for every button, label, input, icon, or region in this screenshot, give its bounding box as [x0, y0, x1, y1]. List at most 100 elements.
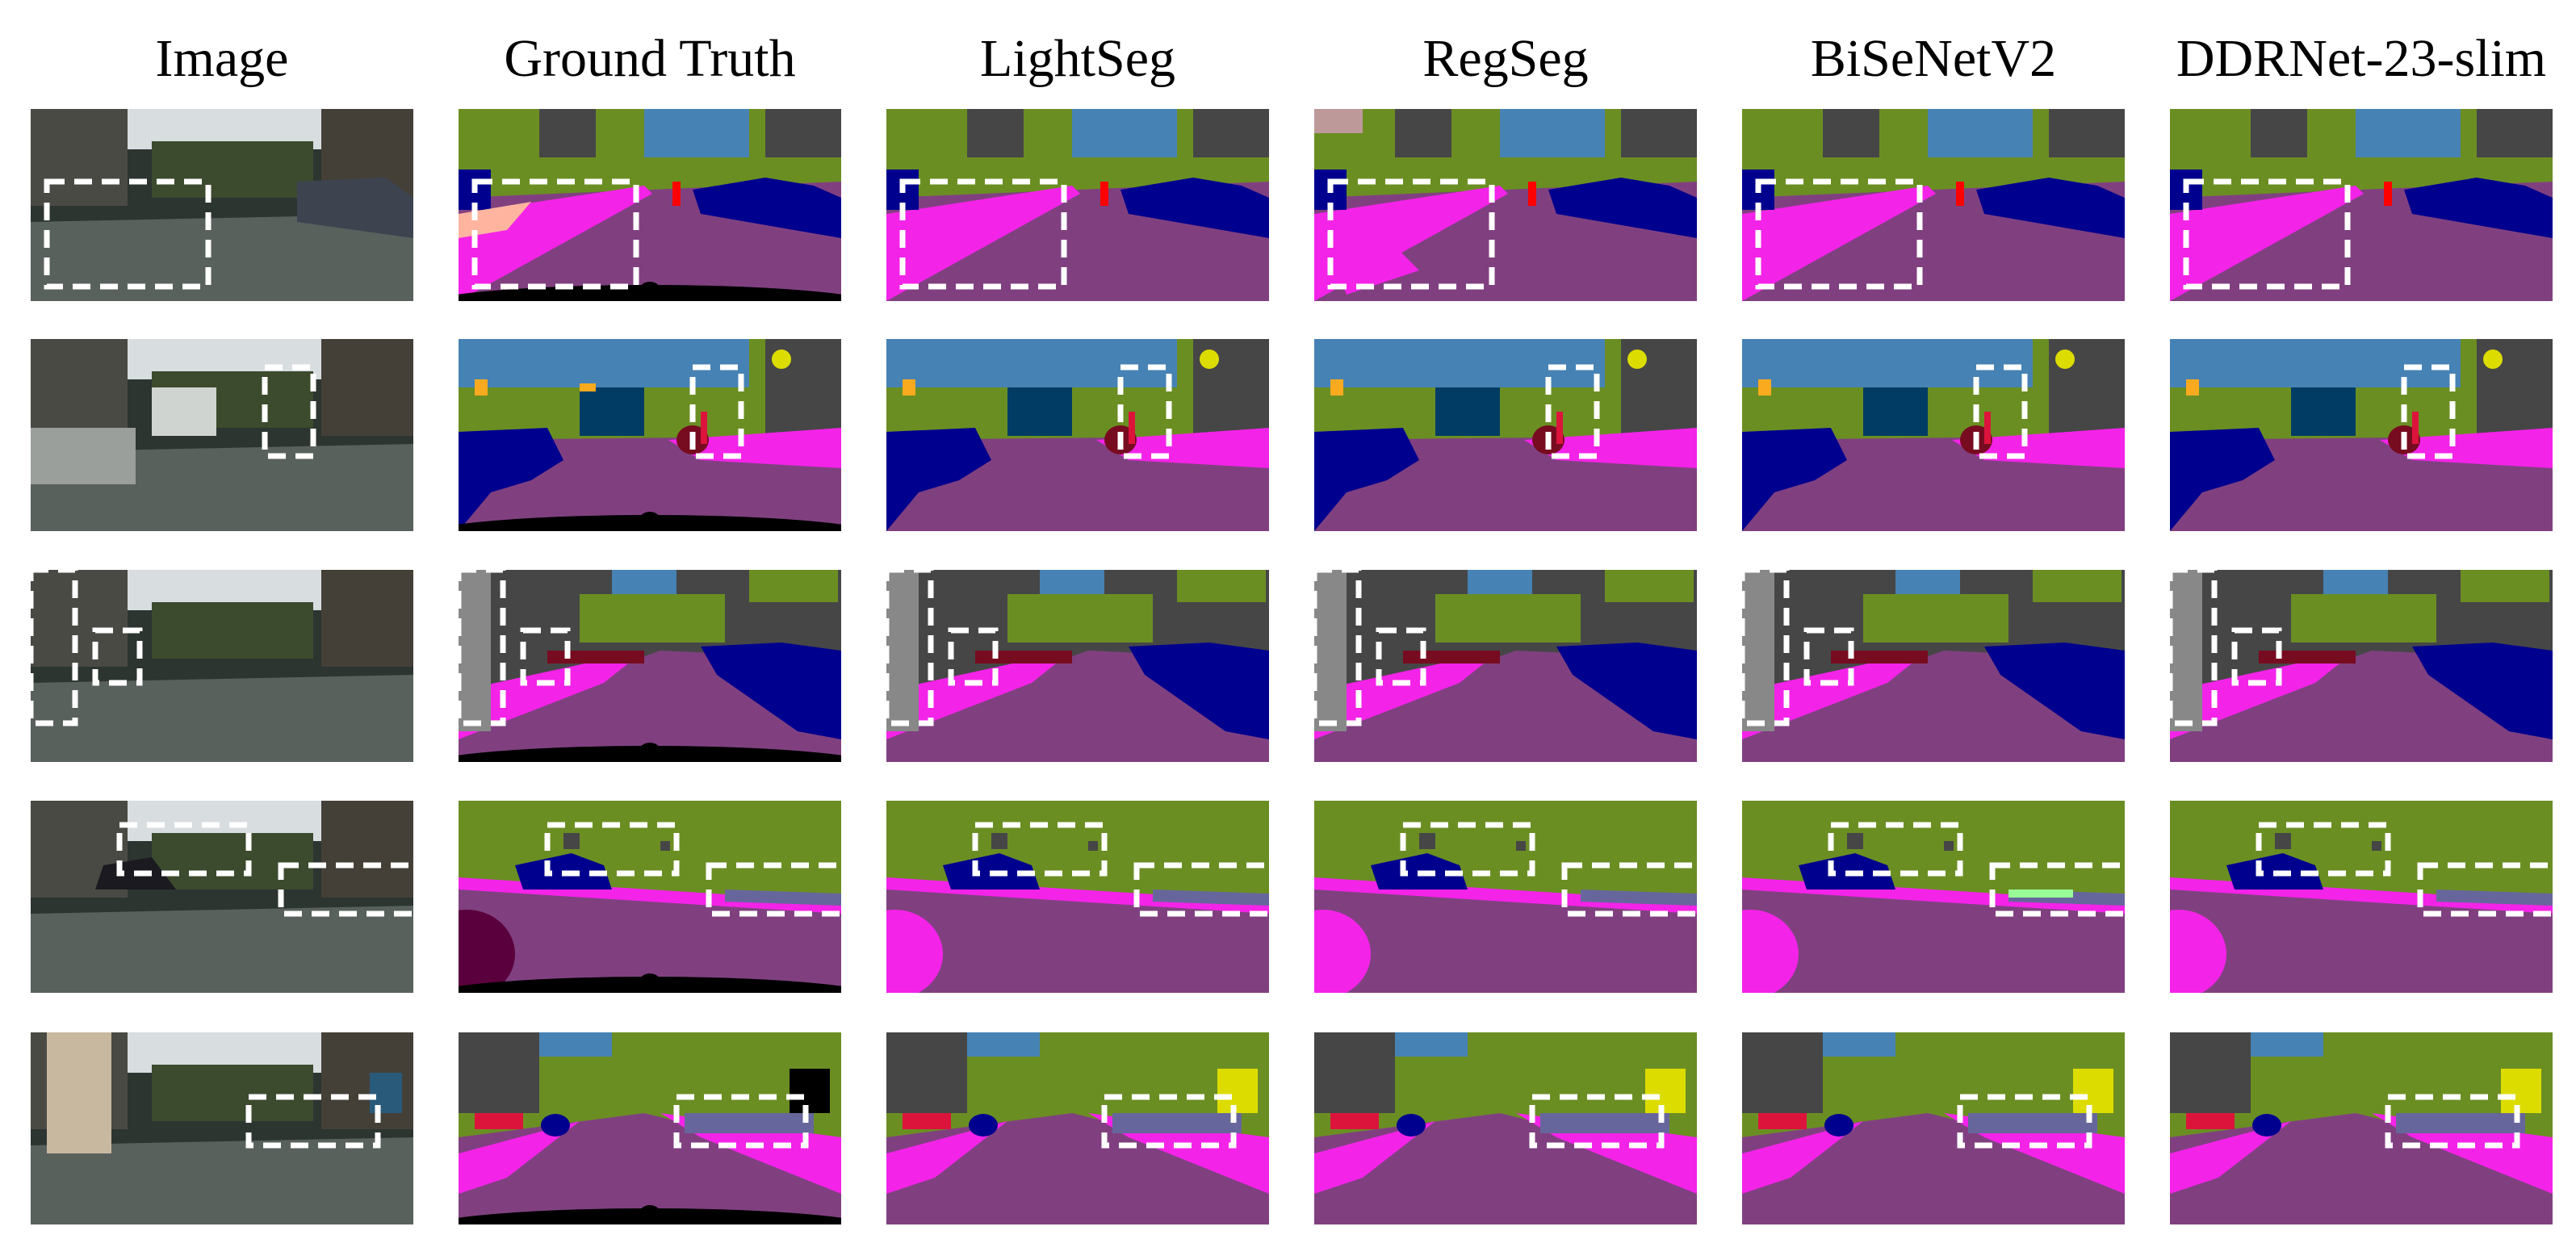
highlight-box: [1973, 364, 2028, 459]
column-header-0: Image: [155, 29, 289, 88]
highlight-box: [1742, 570, 1790, 726]
segmentation-map: [1314, 570, 1697, 762]
panel-row-5-col-3: [1314, 1032, 1697, 1224]
highlight-box: [972, 822, 1108, 877]
panel-row-4-col-2: [886, 801, 1269, 993]
highlight-box: [2183, 178, 2351, 290]
highlight-box: [1117, 364, 1172, 459]
highlight-box: [948, 627, 999, 686]
segmentation-map: [886, 801, 1269, 993]
highlight-box: [2170, 570, 2218, 726]
highlight-box: [278, 862, 413, 917]
highlight-box: [1561, 862, 1697, 917]
highlight-box: [1957, 1094, 2092, 1149]
segmentation-map: [459, 109, 841, 301]
segmentation-map: [459, 339, 841, 531]
panel-row-5-col-4: [1742, 1032, 2125, 1224]
segmentation-map: [31, 1032, 413, 1224]
highlight-box: [116, 822, 252, 877]
segmentation-map: [2170, 109, 2553, 301]
highlight-box: [92, 627, 143, 686]
highlight-box: [2385, 1094, 2520, 1149]
highlight-box: [673, 1094, 809, 1149]
panel-row-2-col-1: [459, 339, 841, 531]
panel-row-5-col-0: [31, 1032, 413, 1224]
highlight-box: [1803, 627, 1854, 686]
highlight-box: [1133, 862, 1269, 917]
panel-row-3-col-2: [886, 570, 1269, 762]
segmentation-map: [1742, 109, 2125, 301]
segmentation-map: [886, 109, 1269, 301]
highlight-box: [2231, 627, 2282, 686]
segmentation-map: [31, 109, 413, 301]
column-header-5: DDRNet-23-slim: [2176, 29, 2547, 88]
segmentation-map: [2170, 801, 2553, 993]
highlight-box: [1314, 570, 1362, 726]
panel-row-2-col-4: [1742, 339, 2125, 531]
panel-row-2-col-5: [2170, 339, 2553, 531]
panel-row-3-col-5: [2170, 570, 2553, 762]
highlight-box: [1376, 627, 1426, 686]
panel-row-1-col-5: [2170, 109, 2553, 301]
column-header-4: BiSeNetV2: [1810, 29, 2057, 88]
segmentation-map: [459, 1032, 841, 1224]
segmentation-map: [1314, 109, 1697, 301]
highlight-box: [1101, 1094, 1237, 1149]
segmentation-map: [31, 339, 413, 531]
panel-row-1-col-4: [1742, 109, 2125, 301]
highlight-box: [44, 178, 212, 290]
highlight-box: [1529, 1094, 1665, 1149]
panel-row-3-col-1: [459, 570, 841, 762]
panel-row-2-col-0: [31, 339, 413, 531]
highlight-box: [31, 570, 78, 726]
panel-row-2-col-2: [886, 339, 1269, 531]
segmentation-map: [31, 570, 413, 762]
highlight-box: [899, 178, 1067, 290]
highlight-box: [1327, 178, 1495, 290]
panel-row-3-col-4: [1742, 570, 2125, 762]
panel-row-4-col-0: [31, 801, 413, 993]
panel-row-4-col-1: [459, 801, 841, 993]
segmentation-map: [886, 339, 1269, 531]
panel-row-3-col-0: [31, 570, 413, 762]
segmentation-map: [1742, 1032, 2125, 1224]
segmentation-map: [31, 801, 413, 993]
highlight-box: [544, 822, 680, 877]
segmentation-map: [1314, 339, 1697, 531]
segmentation-map: [1742, 570, 2125, 762]
panel-row-4-col-5: [2170, 801, 2553, 993]
column-header-1: Ground Truth: [504, 29, 796, 88]
panel-row-5-col-5: [2170, 1032, 2553, 1224]
segmentation-map: [1314, 1032, 1697, 1224]
highlight-box: [706, 862, 841, 917]
panel-row-1-col-3: [1314, 109, 1697, 301]
segmentation-map: [2170, 1032, 2553, 1224]
highlight-box: [1400, 822, 1535, 877]
panel-row-2-col-3: [1314, 339, 1697, 531]
panel-row-4-col-4: [1742, 801, 2125, 993]
panel-row-5-col-2: [886, 1032, 1269, 1224]
highlight-box: [262, 364, 316, 459]
segmentation-map: [1742, 801, 2125, 993]
column-header-3: RegSeg: [1422, 29, 1589, 88]
segmentation-map: [459, 801, 841, 993]
segmentation-map: [886, 1032, 1269, 1224]
segmentation-map: [1314, 801, 1697, 993]
highlight-box: [886, 570, 934, 726]
highlight-box: [520, 627, 571, 686]
panel-row-1-col-1: [459, 109, 841, 301]
segmentation-map: [1742, 339, 2125, 531]
highlight-box: [1755, 178, 1923, 290]
panel-row-4-col-3: [1314, 801, 1697, 993]
highlight-box: [459, 570, 506, 726]
segmentation-map: [2170, 570, 2553, 762]
highlight-box: [2256, 822, 2391, 877]
segmentation-map: [886, 570, 1269, 762]
highlight-box: [245, 1094, 381, 1149]
highlight-box: [1828, 822, 1963, 877]
highlight-box: [2417, 862, 2553, 917]
highlight-box: [689, 364, 744, 459]
highlight-box: [1545, 364, 1600, 459]
segmentation-map: [2170, 339, 2553, 531]
highlight-box: [1989, 862, 2125, 917]
